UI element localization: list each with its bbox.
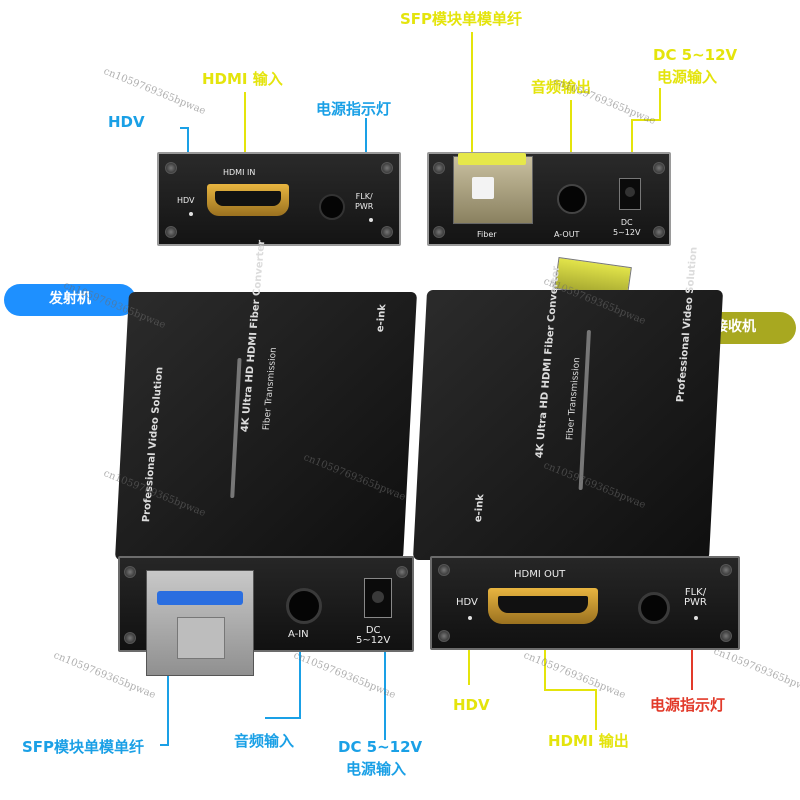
screw-icon — [653, 162, 665, 174]
screw-icon — [165, 226, 177, 238]
fiber-transmission-text: Fiber Transmission — [261, 347, 280, 431]
screw-icon — [381, 226, 393, 238]
screw-icon — [438, 564, 450, 576]
label-power-indicator-top: 电源指示灯 — [316, 100, 392, 118]
panel-hdmi-in-text: HDMI IN — [223, 168, 256, 177]
panel-a-in-text: A-IN — [288, 629, 309, 640]
label-dc-top-line1: DC 5~12V — [653, 46, 738, 64]
label-hdmi-in: HDMI 输入 — [202, 70, 283, 88]
receiver-front-panel: HDMI OUT HDV FLK/PWR — [430, 556, 740, 650]
label-audio-in: 音频输入 — [234, 732, 295, 750]
panel-flk-pwr-text: FLK/PWR — [355, 192, 374, 211]
hdv-led-icon — [468, 616, 472, 620]
panel-hdmi-out-text: HDMI OUT — [514, 569, 566, 580]
screw-icon — [720, 630, 732, 642]
sfp-module-icon — [453, 153, 533, 224]
panel-hdv-text: HDV — [177, 196, 195, 205]
hdmi-port-icon — [488, 588, 598, 624]
label-audio-out: 音频输出 — [531, 78, 592, 96]
label-dc-bottom-line2: 电源输入 — [346, 760, 407, 778]
audio-jack-icon — [286, 588, 322, 624]
screw-icon — [124, 632, 136, 644]
screw-icon — [165, 162, 177, 174]
transmitter-device-top: 4K Ultra HD HDMI Fiber Converter Fiber T… — [114, 240, 418, 560]
pwr-led-icon — [694, 616, 698, 620]
transmitter-badge: 发射机 — [4, 284, 136, 316]
transmitter-panel-closeup: HDMI IN HDV FLK/PWR — [157, 152, 401, 246]
brand-text: e-ink — [472, 493, 487, 523]
screw-icon — [433, 162, 445, 174]
audio-jack-icon — [557, 184, 587, 214]
brand-text: e-ink — [374, 303, 389, 333]
pwr-led-icon — [369, 218, 373, 222]
divider-bar — [578, 330, 591, 490]
power-socket-icon — [319, 194, 345, 220]
panel-fiber-text: Fiber — [477, 230, 497, 239]
fiber-transmission-text: Fiber Transmission — [565, 357, 583, 441]
dc-socket-icon — [619, 178, 641, 210]
screw-icon — [653, 226, 665, 238]
screw-icon — [396, 566, 408, 578]
panel-a-out-text: A-OUT — [554, 230, 580, 239]
label-dc-bottom-line1: DC 5~12V — [338, 738, 423, 756]
label-sfp-top: SFP模块单模单纤 — [400, 10, 523, 28]
label-sfp-bottom: SFP模块单模单纤 — [22, 738, 145, 756]
receiver-device-top: 4K Ultra HD HDMI Fiber Converter Fiber T… — [412, 247, 724, 560]
hdv-led-icon — [189, 212, 193, 216]
dc-socket-icon — [364, 578, 392, 618]
screw-icon — [438, 630, 450, 642]
label-hdv-bottom: HDV — [453, 696, 490, 714]
product-name-text: 4K Ultra HD HDMI Fiber Converter — [534, 265, 563, 459]
label-power-indicator-bottom: 电源指示灯 — [650, 696, 726, 714]
sfp-module-icon — [146, 570, 254, 676]
screw-icon — [124, 566, 136, 578]
panel-hdv-text: HDV — [456, 597, 478, 608]
hdmi-port-icon — [207, 184, 289, 216]
screw-icon — [433, 226, 445, 238]
label-hdv-top: HDV — [108, 113, 145, 131]
panel-flk-pwr-text: FLK/PWR — [684, 587, 707, 608]
label-hdmi-out: HDMI 输出 — [548, 732, 629, 750]
power-socket-icon — [638, 592, 670, 624]
label-dc-top-line2: 电源输入 — [657, 68, 718, 86]
screw-icon — [381, 162, 393, 174]
screw-icon — [720, 564, 732, 576]
